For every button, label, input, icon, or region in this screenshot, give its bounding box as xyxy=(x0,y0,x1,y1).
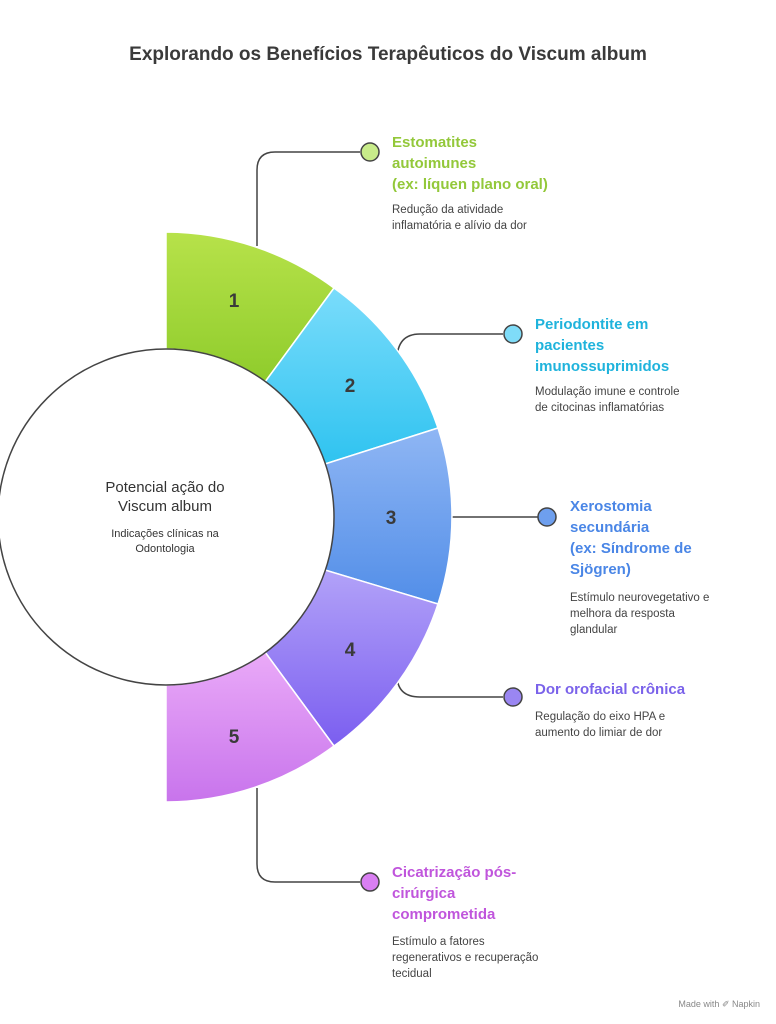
item-title-line: Sjögren) xyxy=(570,561,631,578)
center-subtitle-line: Odontologia xyxy=(135,543,195,555)
item-desc-line: aumento do limiar de dor xyxy=(535,727,663,739)
item-4-description: Regulação do eixo HPA e aumento do limia… xyxy=(535,709,665,741)
item-5-title: Cicatrização pós- cirúrgica comprometida xyxy=(392,862,516,925)
item-4-title: Dor orofacial crônica xyxy=(535,679,685,700)
center-title: Potencial ação do Viscum album xyxy=(60,478,270,516)
item-desc-line: Redução da atividade xyxy=(392,204,504,216)
center-subtitle-line: Indicações clínicas na xyxy=(111,528,219,540)
item-3-description: Estímulo neurovegetativo e melhora da re… xyxy=(570,590,709,638)
item-2-description: Modulação imune e controle de citocinas … xyxy=(535,384,679,416)
item-5-description: Estímulo a fatores regenerativos e recup… xyxy=(392,934,538,982)
item-title-line: Dor orofacial crônica xyxy=(535,681,686,698)
marker-dot-1 xyxy=(360,142,380,162)
item-desc-line: Estímulo a fatores xyxy=(392,936,485,948)
item-desc-line: regenerativos e recuperação xyxy=(392,952,539,964)
item-title-line: Estomatites xyxy=(392,134,478,151)
marker-dot-2 xyxy=(503,324,523,344)
item-desc-line: melhora da resposta xyxy=(570,608,675,620)
item-2-title: Periodontite em pacientes imunossuprimid… xyxy=(535,314,669,377)
item-title-line: autoimunes xyxy=(392,155,477,172)
item-title-line: Xerostomia xyxy=(570,498,652,515)
item-desc-line: tecidual xyxy=(392,968,432,980)
item-title-line: pacientes xyxy=(535,337,605,354)
item-3-title: Xerostomia secundária (ex: Síndrome de S… xyxy=(570,496,692,580)
item-desc-line: Modulação imune e controle xyxy=(535,386,680,398)
item-title-line: imunossuprimidos xyxy=(535,358,670,375)
marker-dot-4 xyxy=(503,687,523,707)
item-title-line: Cicatrização pós- xyxy=(392,864,517,881)
center-title-line: Potencial ação do xyxy=(105,479,225,496)
item-title-line: (ex: Síndrome de xyxy=(570,540,692,557)
marker-dot-5 xyxy=(360,872,380,892)
item-desc-line: de citocinas inflamatórias xyxy=(535,402,665,414)
segment-number-1: 1 xyxy=(229,291,240,312)
item-desc-line: Estímulo neurovegetativo e xyxy=(570,592,710,604)
item-title-line: cirúrgica xyxy=(392,885,456,902)
item-title-line: (ex: líquen plano oral) xyxy=(392,176,548,193)
marker-dot-3 xyxy=(537,507,557,527)
center-subtitle: Indicações clínicas na Odontologia xyxy=(60,527,270,557)
connector-5 xyxy=(256,788,360,883)
item-1-title: Estomatites autoimunes (ex: líquen plano… xyxy=(392,132,548,195)
segment-number-3: 3 xyxy=(386,508,397,529)
connector-1 xyxy=(256,151,360,246)
page-title: Explorando os Benefícios Terapêuticos do… xyxy=(129,44,647,65)
connector-4 xyxy=(396,674,503,698)
item-desc-line: inflamatória e alívio da dor xyxy=(392,220,527,232)
item-title-line: Periodontite em xyxy=(535,316,649,333)
segment-number-4: 4 xyxy=(345,640,356,661)
item-1-description: Redução da atividade inflamatória e alív… xyxy=(392,202,527,234)
item-title-line: comprometida xyxy=(392,906,496,923)
footer-credit: Made with ✐ Napkin xyxy=(678,999,760,1009)
item-desc-line: Regulação do eixo HPA e xyxy=(535,711,666,723)
item-title-line: secundária xyxy=(570,519,650,536)
segment-number-2: 2 xyxy=(345,376,356,397)
center-title-line: Viscum album xyxy=(118,498,212,515)
segment-number-5: 5 xyxy=(229,727,240,748)
connector-2 xyxy=(396,333,503,361)
item-desc-line: glandular xyxy=(570,624,618,636)
center-circle xyxy=(0,348,335,686)
